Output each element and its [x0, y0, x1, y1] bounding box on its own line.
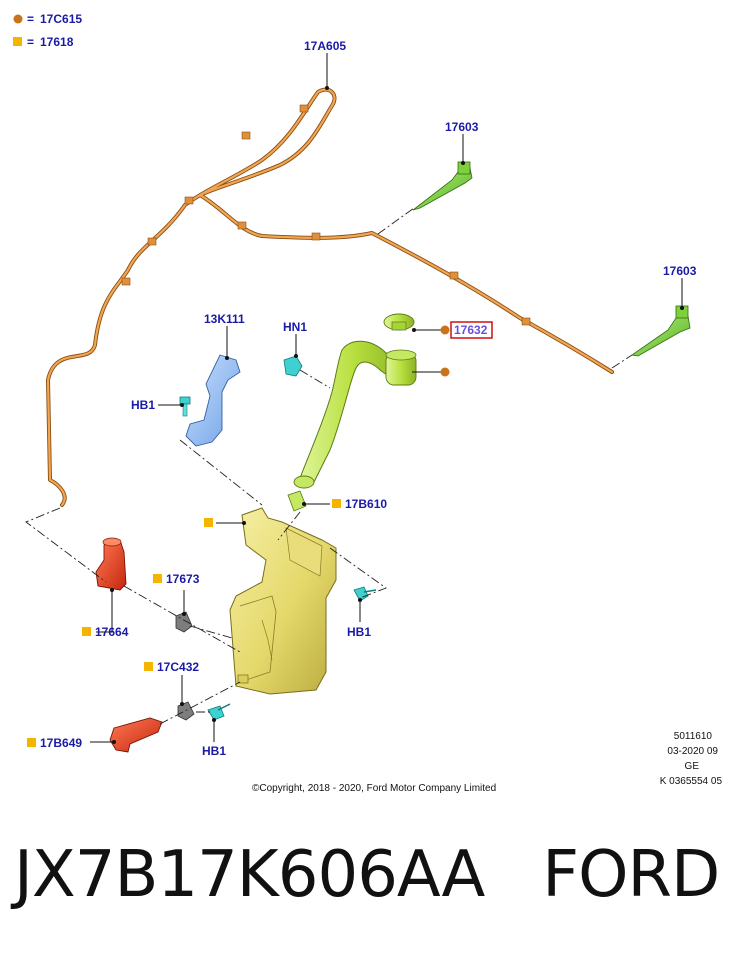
legend: = 17C615 = 17618	[13, 12, 82, 49]
washer-pump-front	[95, 537, 127, 591]
marker-square-17673	[153, 574, 162, 583]
hose-clip	[121, 277, 131, 286]
filler-neck	[293, 340, 417, 489]
mounting-bracket	[185, 354, 241, 447]
callout-filler-seal: 17B610	[345, 497, 387, 511]
filler-seal	[287, 490, 307, 512]
callout-pump-front: 17664	[95, 625, 129, 639]
marker-square-tank	[204, 518, 213, 527]
legend-square-marker	[13, 37, 22, 46]
bolt-left	[179, 396, 191, 417]
washer-reservoir	[229, 507, 337, 695]
marker-square-17B649	[27, 738, 36, 747]
marker-square-17664	[82, 627, 91, 636]
part-number: JX7B17K606AA	[14, 838, 485, 912]
legend-circle-label: 17C615	[40, 12, 82, 26]
filler-cap	[383, 313, 415, 331]
legend-square-label: 17618	[40, 35, 74, 49]
hose-clip	[147, 237, 157, 246]
callout-markers	[27, 325, 450, 747]
callout-cap-box	[450, 321, 493, 339]
assembly-lines	[25, 369, 387, 725]
meta-date: 03-2020 09	[667, 746, 718, 757]
brand-name: FORD	[542, 838, 720, 912]
callout-cap: 17632	[454, 323, 488, 337]
callout-bolt-right: HB1	[347, 625, 371, 639]
hose-clip	[241, 131, 251, 140]
legend-circle-marker	[13, 14, 23, 24]
callout-jet-upper: 17603	[445, 120, 479, 134]
hose-clip	[184, 196, 194, 205]
hose-clip	[299, 104, 309, 113]
washer-hose	[46, 87, 614, 507]
hose-clip	[311, 232, 321, 241]
legend-circle-equals: =	[27, 12, 34, 26]
marker-circle-17632	[440, 325, 450, 335]
part-spacer	[484, 838, 542, 912]
marker-square-17B610	[332, 499, 341, 508]
washer-jet-right	[611, 305, 691, 369]
hose-clip	[449, 271, 459, 280]
washer-jet-upper	[377, 161, 473, 235]
leader-lines	[90, 53, 684, 744]
callout-bolt-left: HB1	[131, 398, 155, 412]
bolt-bottom	[207, 703, 231, 721]
callout-labels: 17A605 17603 17603 13K111 HN1 HB1 17632 …	[40, 39, 697, 758]
callout-nut: HN1	[283, 320, 307, 334]
callout-grommet-lower: 17C432	[157, 660, 199, 674]
marker-square-17C432	[144, 662, 153, 671]
hose-clip	[521, 317, 531, 326]
copyright: ©Copyright, 2018 - 2020, Ford Motor Comp…	[252, 783, 496, 794]
callout-pump-rear: 17B649	[40, 736, 82, 750]
marker-circle-filler	[440, 367, 450, 377]
drawing-meta: 5011610 03-2020 09 GE K 0365554 05 ©Copy…	[252, 731, 722, 794]
meta-code: 5011610	[674, 731, 713, 742]
washer-pump-rear	[109, 717, 163, 753]
callout-jet-right: 17603	[663, 264, 697, 278]
nut	[283, 355, 303, 377]
legend-square-equals: =	[27, 35, 34, 49]
meta-ref: K 0365554 05	[660, 776, 723, 787]
part-number-line: JX7B17K606AA FORD	[14, 838, 724, 912]
callout-hose-main: 17A605	[304, 39, 346, 53]
meta-region: GE	[685, 761, 700, 772]
callout-grommet-upper: 17673	[166, 572, 200, 586]
hose-clip	[237, 221, 247, 230]
exploded-parts-diagram: = 17C615 = 17618	[13, 12, 722, 794]
callout-bolt-bottom: HB1	[202, 744, 226, 758]
callout-bracket: 13K111	[204, 312, 245, 326]
bolt-right	[353, 586, 377, 602]
